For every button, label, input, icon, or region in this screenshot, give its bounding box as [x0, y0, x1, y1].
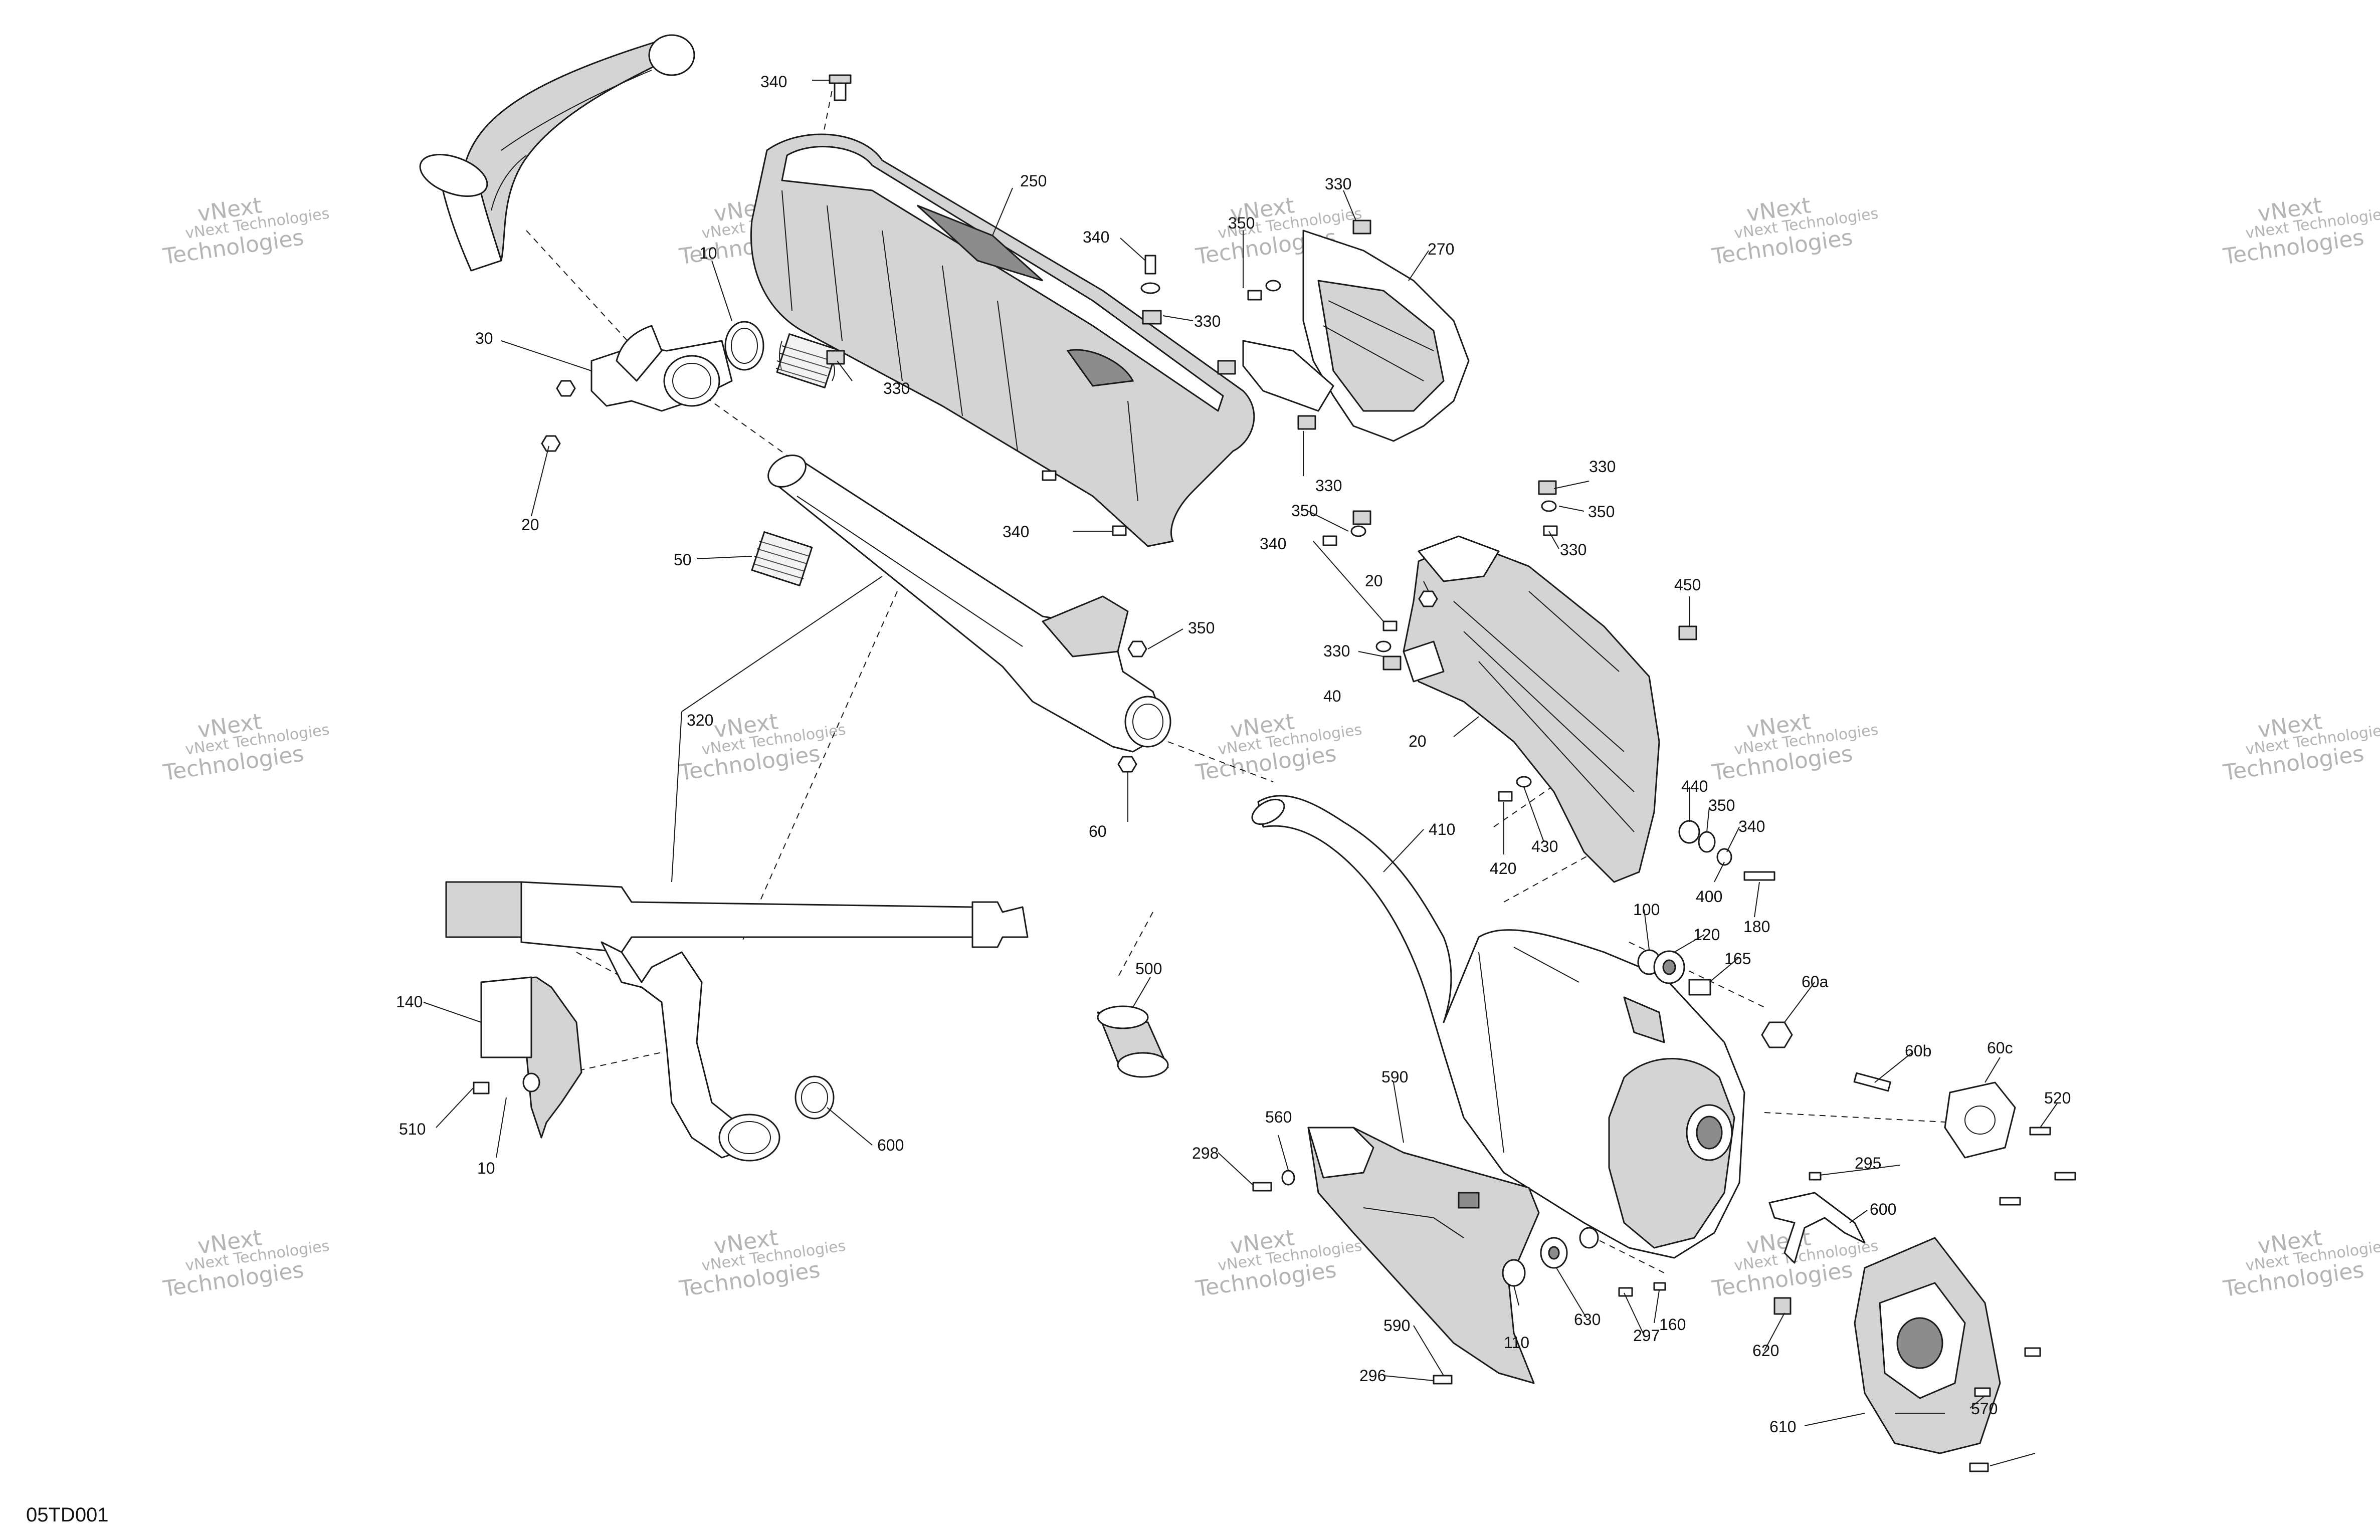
watermark: vNext vNext Technologies Technologies — [161, 192, 330, 270]
watermark: vNext vNext Technologies Technologies — [1194, 1225, 1363, 1302]
callout-label: 350 — [1588, 503, 1615, 521]
callout-label: 590 — [1383, 1316, 1410, 1335]
heat-shield-250 — [750, 133, 1255, 547]
callout-label: 330 — [1194, 312, 1221, 330]
callout-label: 350 — [1291, 502, 1318, 520]
callout-label: 350 — [1228, 214, 1255, 232]
gasket-10-upper — [724, 321, 764, 371]
callout-label: 330 — [1325, 175, 1351, 193]
callout-label: 40 — [1323, 687, 1341, 705]
callout-label: 120 — [1693, 926, 1720, 944]
bracket-295 — [1768, 1192, 1866, 1264]
watermark: vNext vNext Technologies Technologies — [677, 1225, 847, 1302]
callout-label: 320 — [687, 711, 713, 729]
bracket-500 — [480, 976, 582, 1139]
heat-shield-320 — [1403, 535, 1660, 883]
callout-label: 610 — [1769, 1418, 1796, 1436]
callout-label: 420 — [1490, 859, 1516, 877]
callout-label: 330 — [1589, 458, 1616, 476]
callout-label: 295 — [1855, 1154, 1881, 1172]
callout-label: 590 — [1381, 1068, 1408, 1086]
springs-50 — [751, 333, 838, 586]
callout-label: 10 — [699, 244, 717, 262]
callout-label: 330 — [1315, 477, 1342, 495]
callout-label: 50 — [674, 551, 692, 569]
callout-label: 600 — [1870, 1200, 1896, 1218]
callout-label: 60c — [1987, 1039, 2013, 1057]
flange-plate-60b — [1944, 1081, 2016, 1159]
callout-label: 20 — [1409, 732, 1427, 750]
callout-label: 340 — [760, 73, 787, 91]
mid-pipe-40 — [767, 455, 1171, 753]
lower-pipe-assembly — [445, 881, 1029, 1162]
end-cap-570 — [1854, 1237, 2001, 1454]
callout-label: 298 — [1192, 1144, 1219, 1162]
callout-label: 340 — [1003, 523, 1029, 541]
callout-label: 630 — [1574, 1310, 1601, 1329]
callout-label: 10 — [477, 1159, 495, 1177]
callout-label: 600 — [877, 1136, 904, 1154]
callout-label: 250 — [1020, 172, 1047, 190]
callout-label: 350 — [1708, 796, 1735, 814]
callout-label: 450 — [1674, 576, 1701, 594]
watermark: vNext vNext Technologies Technologies — [161, 1225, 330, 1302]
hardware-fasteners — [473, 74, 2076, 1472]
callout-label: 20 — [1365, 572, 1383, 590]
callout-label: 430 — [1531, 837, 1558, 855]
callout-label: 560 — [1265, 1108, 1292, 1126]
callout-label: 330 — [1323, 642, 1350, 660]
callout-label: 270 — [1428, 240, 1454, 258]
callout-label: 20 — [521, 516, 539, 534]
watermark: vNext vNext Technologies Technologies — [2221, 192, 2380, 270]
drawing-code: 05TD001 — [26, 1504, 109, 1526]
callout-label: 165 — [1724, 950, 1751, 968]
callout-label: 60b — [1905, 1042, 1931, 1060]
callout-label: 110 — [1504, 1334, 1529, 1352]
callout-label: 330 — [883, 379, 910, 397]
callout-label: 350 — [1188, 619, 1215, 637]
callout-label: 30 — [475, 329, 493, 347]
watermark: vNext vNext Technologies Technologies — [1710, 709, 1879, 786]
callout-label: 400 — [1696, 888, 1722, 906]
callout-label: 570 — [1971, 1400, 1998, 1418]
muffler-60 — [1251, 795, 1745, 1259]
watermark: vNext vNext Technologies Technologies — [1710, 192, 1879, 270]
callout-label: 510 — [399, 1120, 426, 1138]
header-pipe-30 — [419, 34, 695, 272]
callout-label: 296 — [1359, 1367, 1386, 1385]
callout-label: 100 — [1633, 901, 1660, 919]
callout-label: 60a — [1802, 973, 1829, 991]
watermark: vNext vNext Technologies Technologies — [1194, 709, 1363, 786]
callout-label: 160 — [1659, 1315, 1686, 1334]
callout-label: 620 — [1752, 1342, 1779, 1360]
callout-label: 440 — [1681, 777, 1708, 795]
callout-label: 330 — [1560, 541, 1586, 559]
callout-label: 340 — [1260, 535, 1286, 553]
sleeve-60a — [1097, 1005, 1169, 1078]
heat-shield-560 — [1307, 1127, 1540, 1384]
watermark: vNext vNext Technologies Technologies — [161, 709, 330, 786]
leader-lines — [423, 80, 2058, 1466]
watermark: vNext vNext Technologies Technologies — [2221, 1225, 2380, 1302]
exhaust-flange-elbow — [590, 325, 733, 412]
callout-label: 340 — [1738, 817, 1765, 835]
callout-label: 140 — [396, 993, 423, 1011]
callout-label: 60 — [1089, 822, 1107, 840]
callout-label: 520 — [2044, 1089, 2071, 1107]
callout-label: 297 — [1633, 1327, 1660, 1345]
callout-labels: 340 250 330 340 350 330 270 10 30 330 33… — [396, 73, 2071, 1436]
callout-label: 180 — [1743, 918, 1770, 936]
callout-label: 410 — [1429, 820, 1455, 838]
heat-shield-270 — [1242, 230, 1470, 442]
callout-label: 500 — [1135, 960, 1162, 978]
watermark: vNext vNext Technologies Technologies — [2221, 709, 2380, 786]
callout-label: 340 — [1083, 228, 1109, 246]
